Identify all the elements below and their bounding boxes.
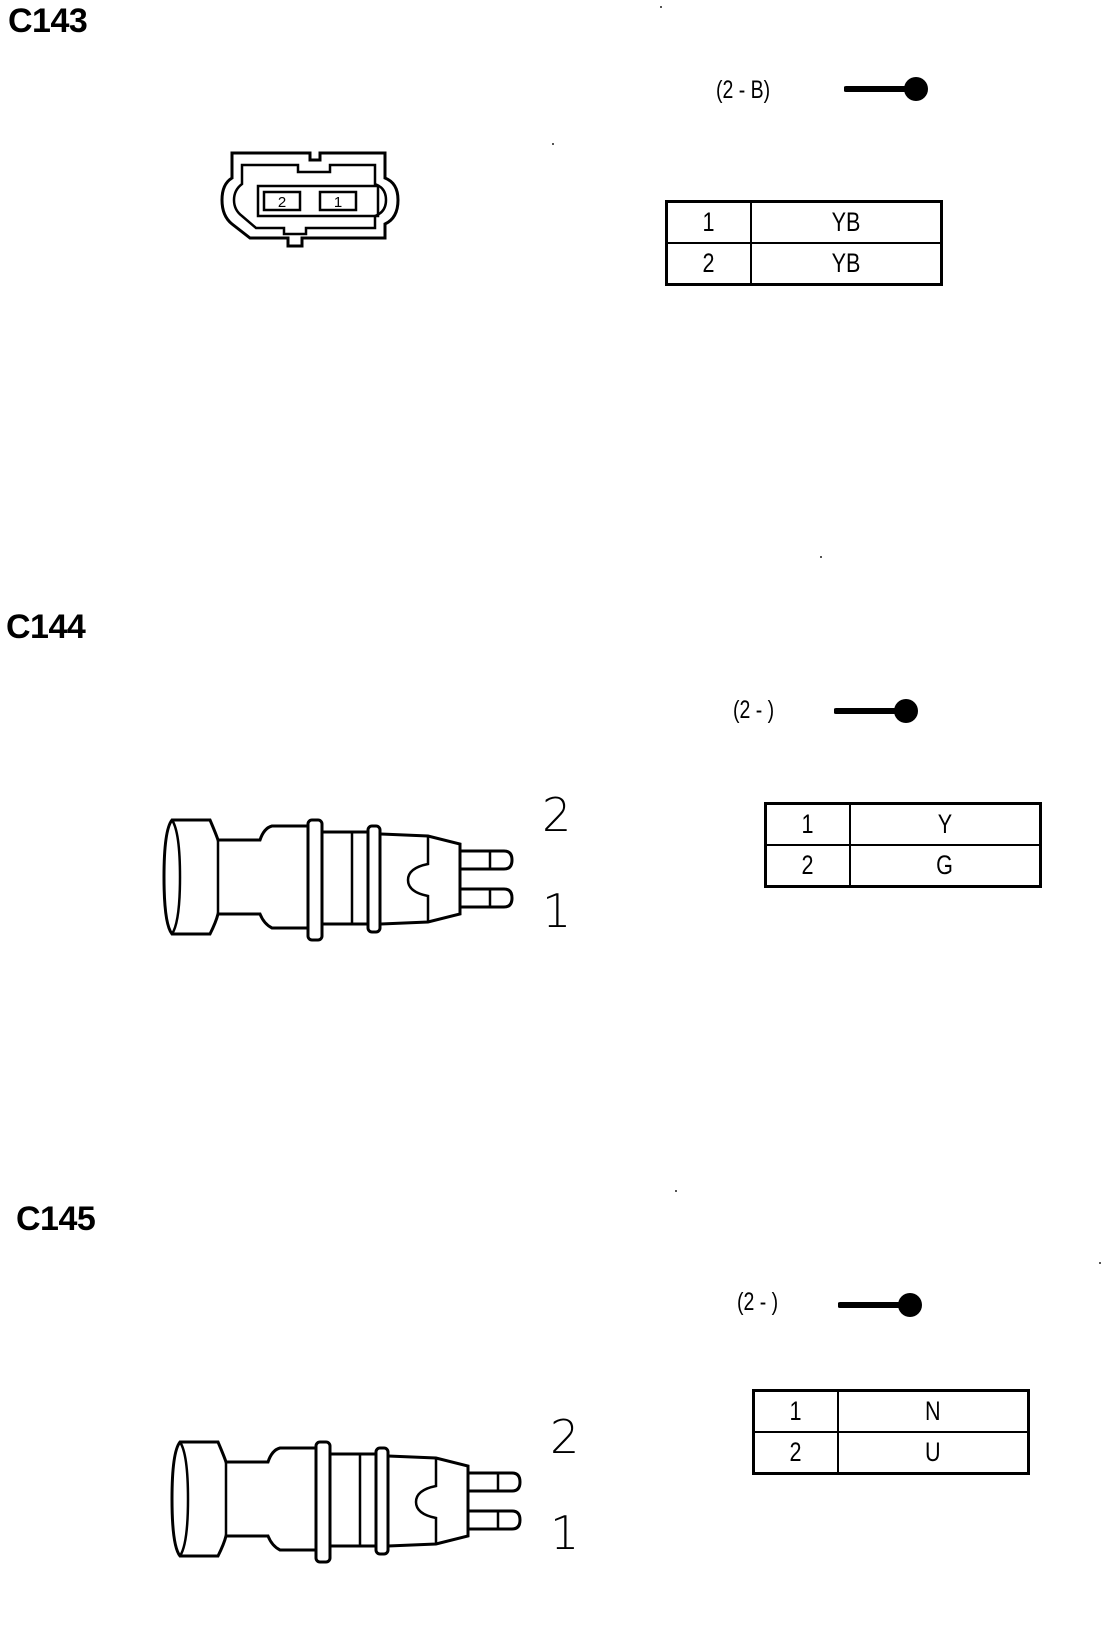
pin-code-label: (2 - ) [733,696,775,724]
pin-color-table: 1 YB 2 YB [665,200,943,286]
connector-section-c144: C144 (2 - ) 2 1 1 Y 2 G [0,600,1120,1200]
connector-title: C144 [6,608,86,646]
pin-number-cell: 2 [764,844,851,888]
side-view-connector-drawing [170,1440,522,1564]
face-pin-label: 1 [334,194,342,211]
pin-number-cell: 1 [764,802,851,846]
face-pin-label: 2 [278,194,286,211]
table-row: 1 YB [665,200,943,244]
table-row: 2 U [752,1431,1030,1475]
connector-title: C145 [16,1200,96,1238]
connector-section-c143: C143 (2 - B) 2 1 1 YB 2 YB [0,0,1120,600]
pin-label-top: 2 [542,788,572,842]
pin-number-cell: 1 [752,1389,839,1433]
scan-speck [675,1190,677,1192]
wire-color-cell: YB [750,242,943,286]
pin-label-top: 2 [550,1410,580,1464]
wire-color-cell: Y [849,802,1042,846]
pin-color-table: 1 Y 2 G [764,802,1042,888]
pin-label-bottom: 1 [550,1506,580,1560]
scan-speck [820,556,822,558]
connector-section-c145: C145 (2 - ) 2 1 1 N 2 U [0,1200,1120,1628]
connector-face-drawing: 2 1 [220,151,400,248]
table-row: 1 N [752,1389,1030,1433]
pin-code-label: (2 - B) [716,76,771,104]
pin-color-table: 1 N 2 U [752,1389,1030,1475]
wire-color-cell: YB [750,200,943,244]
probe-pin-icon [844,77,928,101]
pin-number-cell: 1 [665,200,752,244]
probe-pin-icon [838,1293,922,1317]
scan-speck [552,143,554,145]
probe-pin-icon [834,699,918,723]
scan-speck [1099,1262,1101,1264]
table-row: 1 Y [764,802,1042,846]
wire-color-cell: U [837,1431,1030,1475]
wire-color-cell: N [837,1389,1030,1433]
pin-label-bottom: 1 [542,884,572,938]
scan-speck [660,6,662,8]
pin-code-label: (2 - ) [737,1288,779,1316]
side-view-connector-drawing [162,818,514,942]
pin-number-cell: 2 [665,242,752,286]
table-row: 2 YB [665,242,943,286]
wire-color-cell: G [849,844,1042,888]
pin-number-cell: 2 [752,1431,839,1475]
table-row: 2 G [764,844,1042,888]
connector-title: C143 [8,2,88,40]
